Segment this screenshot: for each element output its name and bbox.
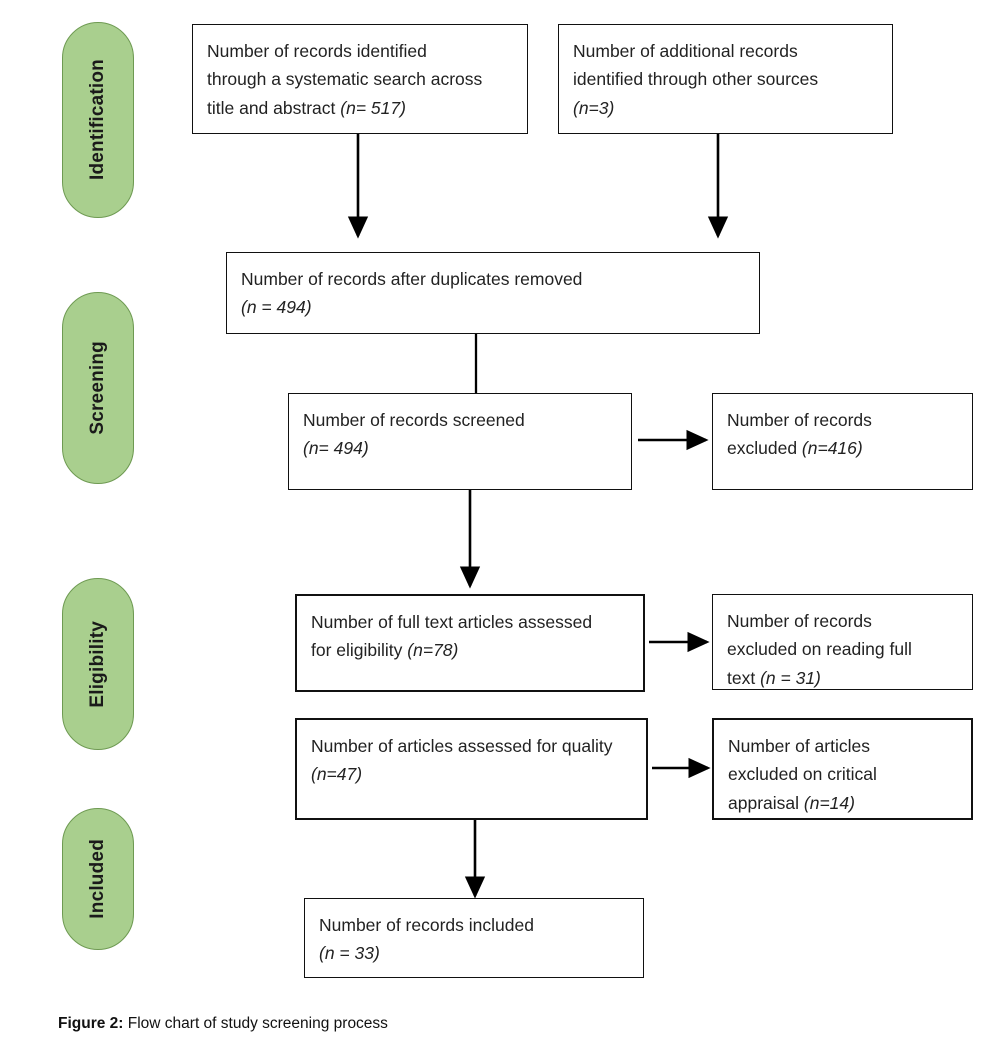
box-count: (n = 31)	[760, 667, 821, 688]
box-line: excluded on reading full	[727, 639, 912, 660]
box-quality-excluded: Number of articles excluded on critical …	[712, 718, 973, 820]
stage-pill-screening: Screening	[62, 292, 134, 484]
box-count: (n=78)	[407, 640, 459, 661]
box-count: (n=47)	[311, 764, 363, 785]
box-count: (n=3)	[573, 97, 615, 118]
box-line: excluded (n=416)	[727, 438, 863, 459]
box-records-excluded: Number of records excluded (n=416)	[712, 393, 973, 490]
box-line: Number of records identified	[207, 41, 427, 61]
box-count: (n=416)	[801, 438, 863, 459]
box-line: Number of records included	[319, 915, 534, 935]
box-line: text (n = 31)	[727, 667, 821, 688]
box-line: Number of records screened	[303, 410, 525, 430]
box-records-screened: Number of records screened (n= 494)	[288, 393, 632, 490]
box-records-included: Number of records included (n = 33)	[304, 898, 644, 978]
box-line: Number of full text articles assessed	[311, 612, 593, 632]
arrow-screened-to-excluded	[632, 429, 720, 451]
box-line: Number of articles	[728, 736, 870, 756]
box-line: excluded on critical	[728, 764, 877, 785]
box-count: (n=14)	[803, 792, 855, 813]
arrow-additional-to-duplicates	[706, 134, 732, 246]
stage-label-screening: Screening	[87, 341, 108, 435]
box-quality-assessed: Number of articles assessed for quality …	[295, 718, 648, 820]
box-line: for eligibility (n=78)	[311, 640, 459, 661]
figure-caption-label: Figure 2:	[58, 1015, 124, 1032]
box-duplicates-removed: Number of records after duplicates remov…	[226, 252, 760, 334]
stage-pill-included: Included	[62, 808, 134, 950]
stage-pill-eligibility: Eligibility	[62, 578, 134, 750]
figure-caption-text: Flow chart of study screening process	[123, 1015, 388, 1032]
box-line: title and abstract (n= 517)	[207, 97, 406, 118]
connector-duplicates-to-screened	[470, 334, 484, 396]
arrow-fulltext-to-fulltext-excluded	[645, 631, 725, 653]
box-line: Number of articles assessed for quality	[311, 736, 613, 756]
stage-label-identification: Identification	[87, 59, 108, 181]
arrow-quality-to-quality-excluded	[648, 757, 726, 779]
figure-caption: Figure 2: Flow chart of study screening …	[58, 1015, 388, 1033]
box-records-identified: Number of records identified through a s…	[192, 24, 528, 134]
box-count: (n= 494)	[303, 438, 369, 459]
box-line: appraisal (n=14)	[728, 792, 855, 813]
box-line: Number of additional records	[573, 41, 798, 61]
box-line: identified through other sources	[573, 69, 819, 90]
stage-label-included: Included	[87, 839, 108, 919]
arrow-quality-to-included	[463, 820, 489, 906]
box-count: (n = 494)	[241, 297, 312, 318]
box-count: (n= 517)	[340, 97, 406, 118]
stage-label-eligibility: Eligibility	[87, 620, 108, 708]
box-line: Number of records after duplicates remov…	[241, 269, 583, 289]
arrow-screened-to-fulltext	[458, 490, 484, 596]
box-line: Number of records	[727, 611, 872, 631]
arrow-identified-to-duplicates	[346, 134, 372, 246]
box-line: Number of records	[727, 410, 872, 430]
box-line: through a systematic search across	[207, 69, 483, 90]
box-full-text-excluded: Number of records excluded on reading fu…	[712, 594, 973, 690]
stage-pill-identification: Identification	[62, 22, 134, 218]
box-additional-records: Number of additional records identified …	[558, 24, 893, 134]
box-full-text-assessed: Number of full text articles assessed fo…	[295, 594, 645, 692]
box-count: (n = 33)	[319, 943, 380, 964]
